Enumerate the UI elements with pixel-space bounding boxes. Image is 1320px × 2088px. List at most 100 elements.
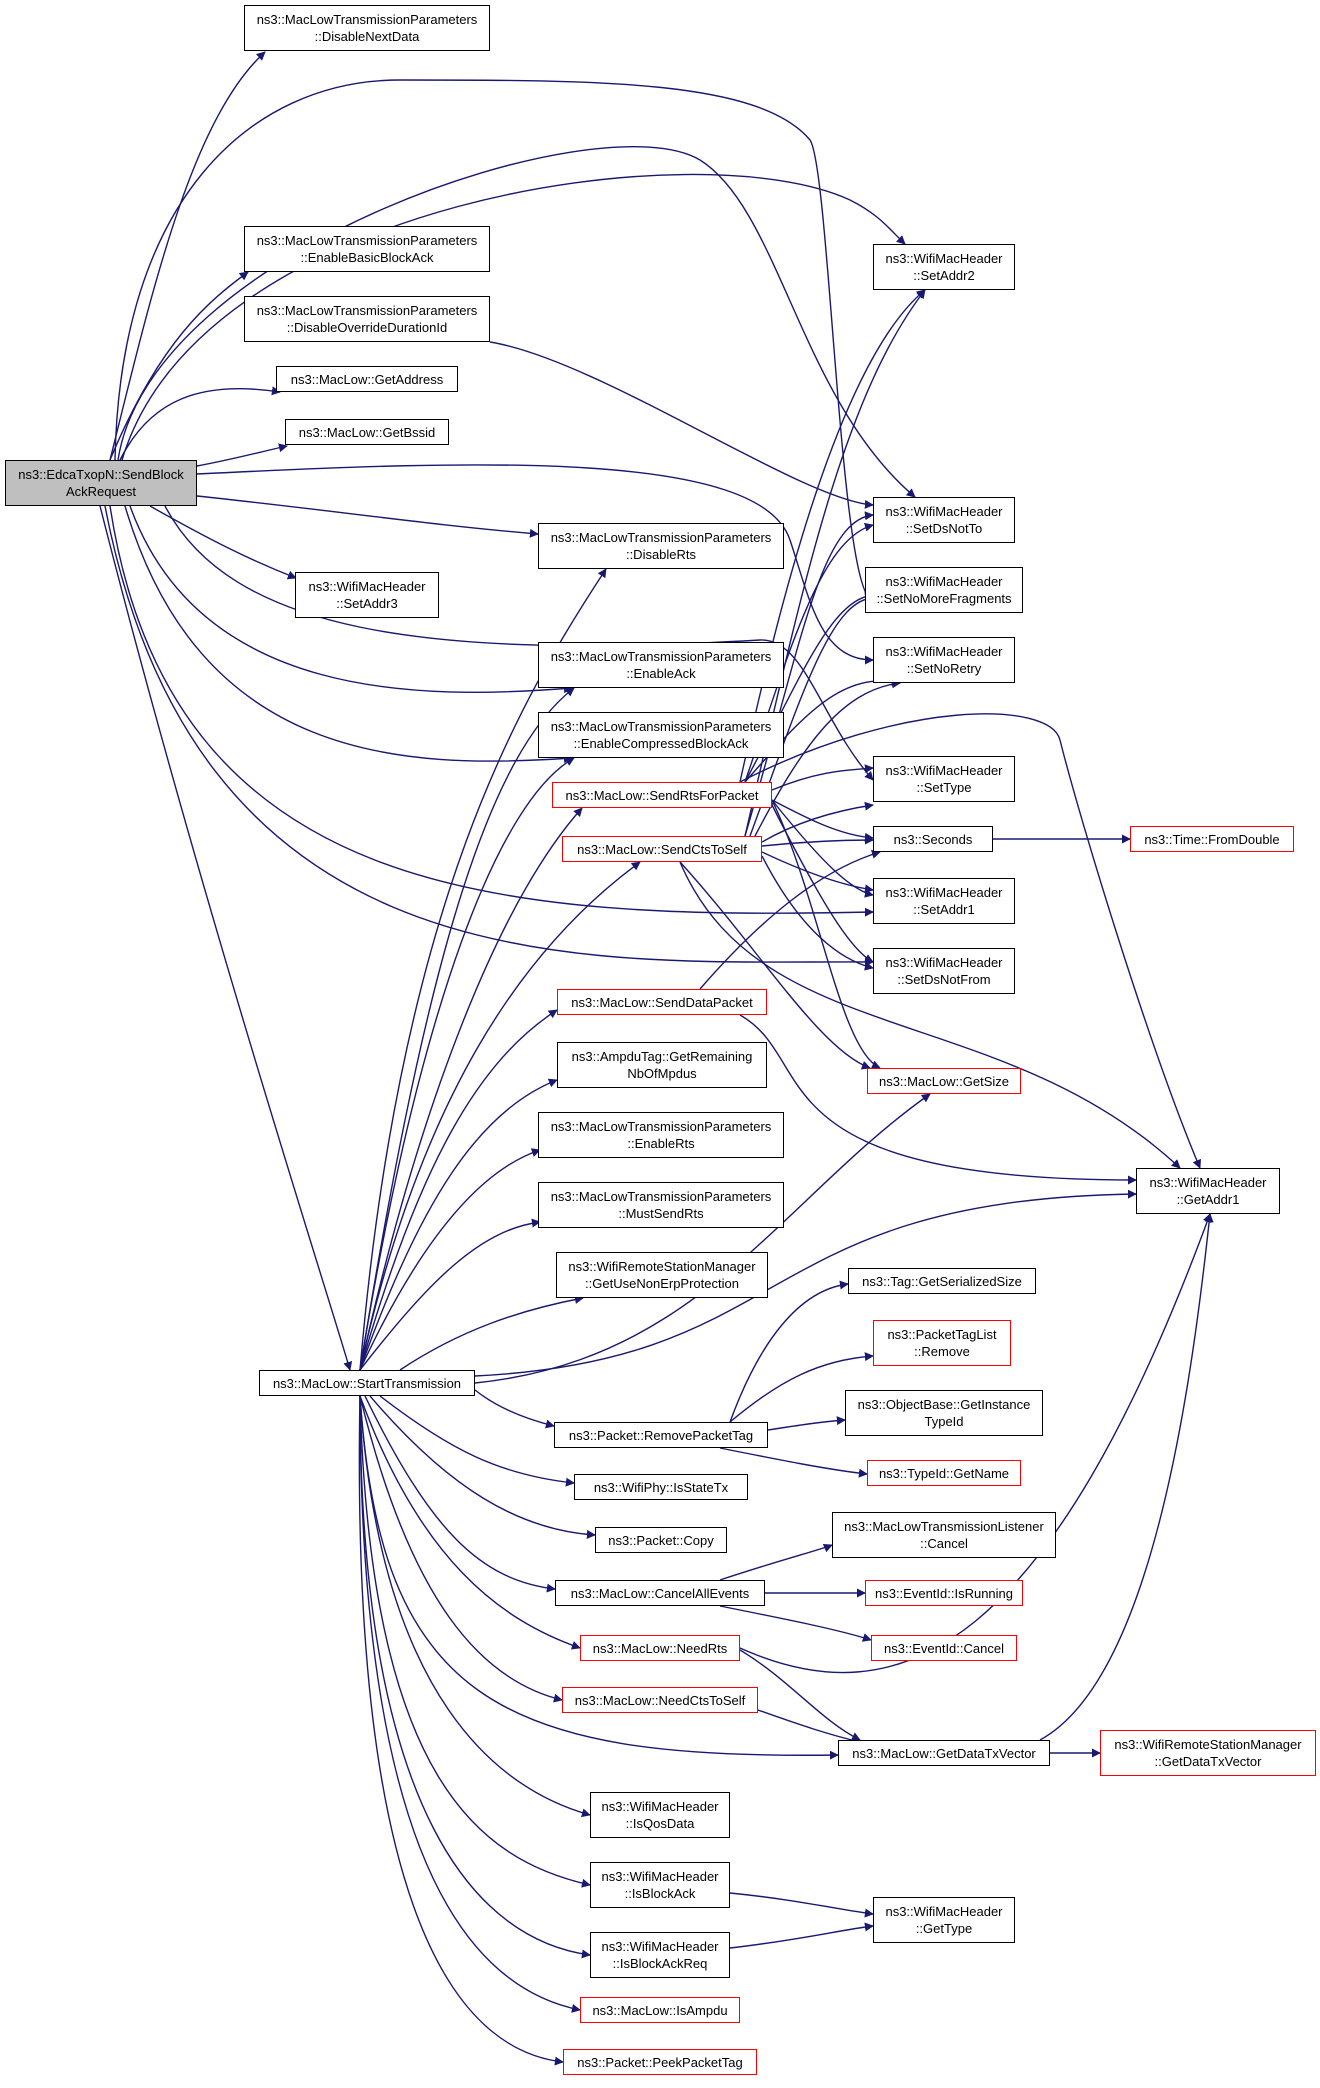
- edge-get-data-tx-vector-to-get-addr1: [1039, 1213, 1214, 1741]
- edge-need-cts-to-get-data-tx-vector: [757, 1709, 861, 1745]
- node-maclow-send-data-packet[interactable]: ns3::MacLow::SendDataPacket: [557, 989, 767, 1015]
- node-maclow-get-size[interactable]: ns3::MacLow::GetSize: [867, 1068, 1021, 1094]
- edge-need-rts-to-get-addr1: [739, 1213, 1212, 1674]
- node-label-line-1: ns3::MacLow::GetBssid: [298, 424, 436, 440]
- node-ampdutag-get-remaining-nbofmpdus[interactable]: ns3::AmpduTag::GetRemaining NbOfMpdus: [557, 1042, 767, 1088]
- node-edca-txopn-send-block-ack-request[interactable]: ns3::EdcaTxopN::SendBlock AckRequest: [5, 460, 197, 506]
- node-mltp-enable-compressed-block-ack[interactable]: ns3::MacLowTransmissionParameters ::Enab…: [538, 712, 784, 758]
- node-eventid-is-running[interactable]: ns3::EventId::IsRunning: [865, 1580, 1023, 1606]
- node-label-line-2: ::EnableBasicBlockAck: [300, 250, 434, 265]
- node-label-line-2: ::DisableNextData: [314, 29, 420, 44]
- node-maclow-is-ampdu[interactable]: ns3::MacLow::IsAmpdu: [580, 1997, 740, 2023]
- node-maclow-start-transmission[interactable]: ns3::MacLow::StartTransmission: [259, 1370, 475, 1396]
- node-label-line-2: NbOfMpdus: [627, 1066, 697, 1081]
- node-packet-remove-packet-tag[interactable]: ns3::Packet::RemovePacketTag: [554, 1422, 768, 1448]
- node-mltp-enable-ack[interactable]: ns3::MacLowTransmissionParameters ::Enab…: [538, 642, 784, 688]
- node-label-line-1: ns3::WifiPhy::IsStateTx: [593, 1479, 729, 1495]
- edge-root-to-start-transmission: [99, 505, 353, 1371]
- node-wmh-set-no-more-fragments[interactable]: ns3::WifiMacHeader ::SetNoMoreFragments: [865, 567, 1023, 613]
- node-maclow-get-bssid[interactable]: ns3::MacLow::GetBssid: [285, 419, 449, 445]
- node-label-line-1: ns3::WifiRemoteStationManager: [568, 1259, 756, 1274]
- node-label-line-2: ::IsQosData: [625, 1816, 695, 1831]
- node-label-line-1: ns3::WifiMacHeader: [601, 1799, 719, 1814]
- edge-root-to-set-no-more-fragments: [114, 79, 874, 605]
- node-label-line-1: ns3::MacLow::NeedCtsToSelf: [574, 1692, 746, 1708]
- node-label-line-1: ns3::WifiMacHeader: [885, 763, 1003, 778]
- node-wrsm-get-use-non-erp-protection[interactable]: ns3::WifiRemoteStationManager ::GetUseNo…: [556, 1252, 768, 1298]
- node-wmh-set-addr1[interactable]: ns3::WifiMacHeader ::SetAddr1: [873, 878, 1015, 924]
- node-maclow-get-address[interactable]: ns3::MacLow::GetAddress: [276, 366, 458, 392]
- node-maclow-need-rts[interactable]: ns3::MacLow::NeedRts: [580, 1635, 740, 1661]
- node-maclow-cancel-all-events[interactable]: ns3::MacLow::CancelAllEvents: [555, 1580, 765, 1606]
- node-eventid-cancel[interactable]: ns3::EventId::Cancel: [871, 1635, 1017, 1661]
- edge-rts-to-get-addr1: [739, 713, 1201, 1169]
- edge-cts-to-set-type: [761, 801, 874, 843]
- node-label-line-1: ns3::MacLow::GetSize: [878, 1073, 1010, 1089]
- node-time-from-double[interactable]: ns3::Time::FromDouble: [1130, 826, 1294, 852]
- node-label-line-1: ns3::WifiMacHeader: [885, 574, 1003, 589]
- node-label-line-1: ns3::WifiMacHeader: [885, 885, 1003, 900]
- node-packettaglist-remove[interactable]: ns3::PacketTagList ::Remove: [873, 1320, 1011, 1366]
- node-wmh-set-no-retry[interactable]: ns3::WifiMacHeader ::SetNoRetry: [873, 637, 1015, 683]
- node-mltp-enable-rts[interactable]: ns3::MacLowTransmissionParameters ::Enab…: [538, 1112, 784, 1158]
- edge-start-to-get-data-tx-vector: [359, 1395, 839, 1760]
- node-label-line-1: ns3::MacLowTransmissionParameters: [550, 649, 772, 664]
- node-mltp-disable-rts[interactable]: ns3::MacLowTransmissionParameters ::Disa…: [538, 523, 784, 569]
- edge-start-to-packet-copy: [369, 1395, 596, 1539]
- node-wmh-get-type[interactable]: ns3::WifiMacHeader ::GetType: [873, 1897, 1015, 1943]
- node-label-line-1: ns3::Packet::PeekPacketTag: [577, 2054, 743, 2070]
- node-maclow-need-cts-to-self[interactable]: ns3::MacLow::NeedCtsToSelf: [562, 1687, 758, 1713]
- node-wmh-is-qos-data[interactable]: ns3::WifiMacHeader ::IsQosData: [590, 1792, 730, 1838]
- node-wmh-set-ds-not-from[interactable]: ns3::WifiMacHeader ::SetDsNotFrom: [873, 948, 1015, 994]
- node-wrsm-get-data-tx-vector[interactable]: ns3::WifiRemoteStationManager ::GetDataT…: [1100, 1730, 1316, 1776]
- node-label-line-1: ns3::MacLow::CancelAllEvents: [570, 1585, 750, 1601]
- node-label-line-1: ns3::WifiMacHeader: [885, 251, 1003, 266]
- node-packet-copy[interactable]: ns3::Packet::Copy: [595, 1527, 727, 1553]
- node-maclow-get-data-tx-vector[interactable]: ns3::MacLow::GetDataTxVector: [838, 1740, 1050, 1766]
- edge-start-to-is-state-tx: [379, 1395, 575, 1487]
- node-wmh-set-ds-not-to[interactable]: ns3::WifiMacHeader ::SetDsNotTo: [873, 497, 1015, 543]
- node-mltp-enable-basic-block-ack[interactable]: ns3::MacLowTransmissionParameters ::Enab…: [244, 226, 490, 272]
- node-ns3-seconds[interactable]: ns3::Seconds: [873, 826, 993, 852]
- edge-rts-to-seconds: [771, 799, 874, 842]
- node-wmh-is-block-ack[interactable]: ns3::WifiMacHeader ::IsBlockAck: [590, 1862, 730, 1908]
- node-wmh-set-type[interactable]: ns3::WifiMacHeader ::SetType: [873, 756, 1015, 802]
- node-label-line-2: ::Remove: [914, 1344, 970, 1359]
- node-mltp-must-send-rts[interactable]: ns3::MacLowTransmissionParameters ::Must…: [538, 1182, 784, 1228]
- node-maclow-send-rts-for-packet[interactable]: ns3::MacLow::SendRtsForPacket: [552, 782, 772, 808]
- node-label-line-2: ::EnableAck: [626, 666, 696, 681]
- node-tag-get-serialized-size[interactable]: ns3::Tag::GetSerializedSize: [848, 1268, 1036, 1294]
- edge-cts-to-set-addr1: [761, 851, 874, 894]
- node-label-line-1: ns3::WifiMacHeader: [885, 1904, 1003, 1919]
- node-mltp-disable-override-duration-id[interactable]: ns3::MacLowTransmissionParameters ::Disa…: [244, 296, 490, 342]
- node-label-line-1: ns3::WifiMacHeader: [885, 955, 1003, 970]
- node-mltl-cancel[interactable]: ns3::MacLowTransmissionListener ::Cancel: [832, 1512, 1056, 1558]
- node-wifiphy-is-state-tx[interactable]: ns3::WifiPhy::IsStateTx: [574, 1474, 748, 1500]
- node-wmh-set-addr3[interactable]: ns3::WifiMacHeader ::SetAddr3: [295, 572, 439, 618]
- node-label-line-2: ::GetDataTxVector: [1154, 1754, 1262, 1769]
- edge-start-to-disable-rts: [359, 568, 607, 1371]
- node-objectbase-get-instance-typeid[interactable]: ns3::ObjectBase::GetInstance TypeId: [845, 1390, 1043, 1436]
- edge-removetag-to-packettaglist-remove: [729, 1352, 874, 1423]
- edge-is-block-ack-req-to-get-type: [729, 1922, 874, 1949]
- node-wmh-set-addr2[interactable]: ns3::WifiMacHeader ::SetAddr2: [873, 244, 1015, 290]
- node-label-line-1: ns3::Seconds: [893, 831, 973, 847]
- node-label-line-1: ns3::WifiMacHeader: [885, 644, 1003, 659]
- node-packet-peek-packet-tag[interactable]: ns3::Packet::PeekPacketTag: [563, 2049, 757, 2075]
- node-maclow-send-cts-to-self[interactable]: ns3::MacLow::SendCtsToSelf: [562, 836, 762, 862]
- edge-start-to-need-rts: [359, 1395, 581, 1650]
- edge-removetag-to-typeid-get-name: [719, 1447, 868, 1478]
- edge-root-to-enable-basic-block-ack: [109, 271, 249, 461]
- node-label-line-2: ::SetNoMoreFragments: [876, 591, 1012, 606]
- edge-start-to-enable-rts: [359, 1148, 541, 1371]
- edge-start-to-peek-packet-tag: [358, 1395, 564, 2066]
- node-wmh-is-block-ack-req[interactable]: ns3::WifiMacHeader ::IsBlockAckReq: [590, 1932, 730, 1978]
- edge-root-to-set-addr3: [149, 505, 297, 580]
- node-typeid-get-name[interactable]: ns3::TypeId::GetName: [867, 1460, 1021, 1486]
- node-label-line-1: ns3::MacLowTransmissionParameters: [550, 530, 772, 545]
- node-label-line-2: ::GetUseNonErpProtection: [585, 1276, 739, 1291]
- node-wmh-get-addr1[interactable]: ns3::WifiMacHeader ::GetAddr1: [1136, 1168, 1280, 1214]
- node-mltp-disable-next-data[interactable]: ns3::MacLowTransmissionParameters ::Disa…: [244, 5, 490, 51]
- edge-is-block-ack-to-get-type: [729, 1892, 874, 1918]
